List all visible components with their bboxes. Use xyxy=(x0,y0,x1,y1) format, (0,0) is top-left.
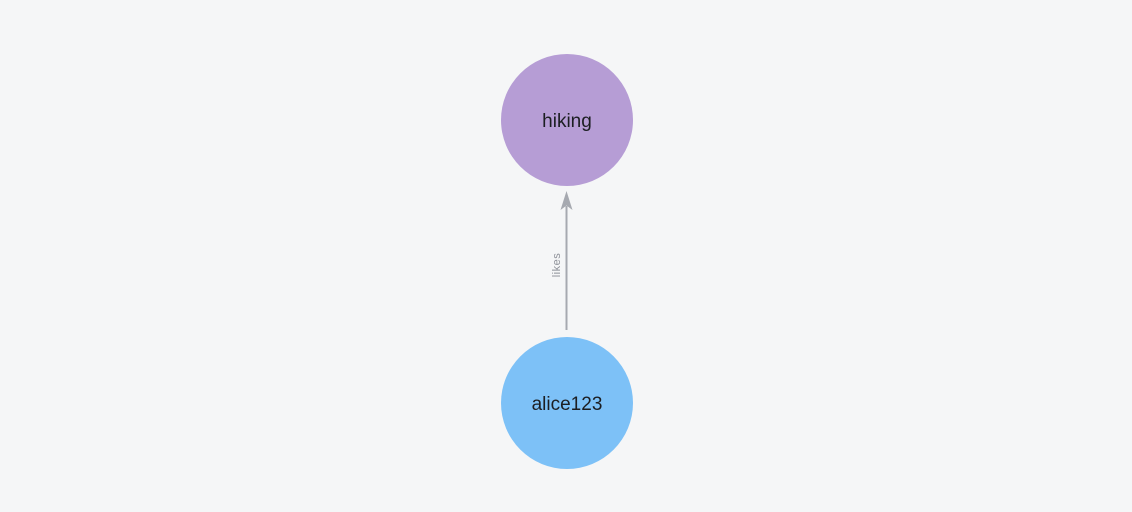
edge-likes-label[interactable]: likes xyxy=(551,253,563,278)
node-hiking-label: hiking xyxy=(542,111,592,132)
node-alice123-label: alice123 xyxy=(532,394,603,415)
edge-likes-arrowhead-icon[interactable] xyxy=(560,191,573,210)
node-hiking[interactable] xyxy=(501,54,633,186)
node-alice123[interactable] xyxy=(501,337,633,469)
